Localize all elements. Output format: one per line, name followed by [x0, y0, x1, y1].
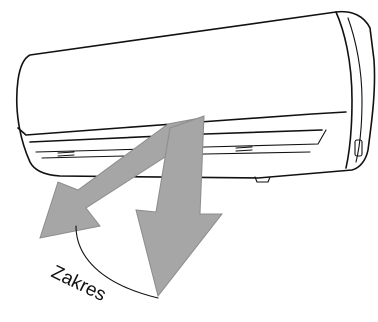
grille-mark-right	[236, 147, 252, 151]
grille-mark-left	[58, 152, 74, 156]
side-cap	[336, 12, 352, 168]
range-label: Zakres	[48, 262, 109, 306]
